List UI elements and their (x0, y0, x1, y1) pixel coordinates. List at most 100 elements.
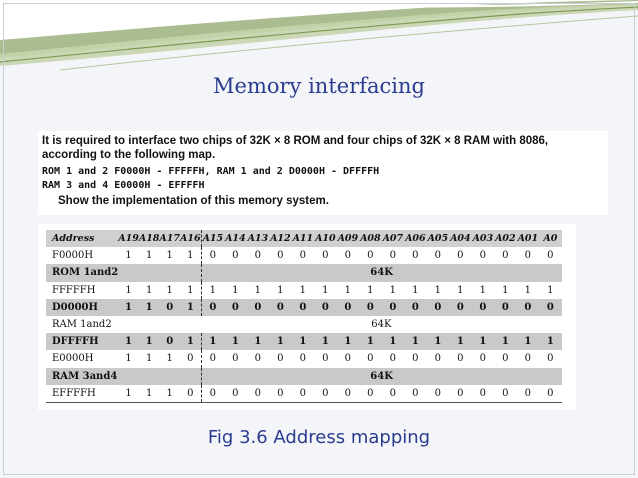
bit-cell: 1 (180, 333, 202, 351)
bit-cell: 1 (138, 298, 160, 316)
row-label: ROM 1and2 (46, 264, 119, 282)
bit-cell: 1 (118, 333, 139, 351)
figure-caption: Fig 3.6 Address mapping (207, 427, 431, 448)
row-label: RAM 3and4 (46, 367, 119, 385)
table-row-rom-1and2: ROM 1and2 64K (46, 264, 562, 282)
bit-cell: 0 (200, 384, 225, 403)
bit-cell: 1 (138, 384, 160, 403)
bit-cell: 0 (232, 250, 239, 262)
bit-cell: 0 (299, 250, 307, 262)
table-header-row: Address A19 A18 A17 A16 A15 A14 A13 A12 … (46, 230, 562, 248)
bit-cell: 0 (277, 250, 284, 262)
bit-cell: 1 (159, 384, 181, 403)
bit-cell: 0 (254, 250, 262, 262)
table-row-d0000h: D0000H 1 1 0 1 0 0 0 0 0 0 0 0 0 0 0 0 0… (46, 298, 562, 316)
bit-cell: 0 (381, 384, 405, 403)
header-a0: A0 (539, 230, 562, 248)
row-label: E0000H (52, 353, 94, 365)
bit-cell: 1 (138, 333, 160, 351)
problem-statement: It is required to interface two chips of… (38, 131, 608, 215)
bit-cell: 1 (359, 333, 382, 351)
bit-cell: 0 (159, 333, 181, 351)
bit-cell: 1 (404, 333, 427, 351)
bit-cell: 0 (434, 353, 442, 365)
bit-cell: 0 (180, 384, 202, 403)
slide-title: Memory interfacing (213, 74, 425, 98)
bit-cell: 0 (299, 353, 307, 365)
table-row-effffh: EFFFFH 1 1 1 0 0 0 0 0 0 0 0 0 0 0 0 0 0… (46, 384, 562, 403)
table-row-ram-1and2: RAM 1and2 64K (46, 316, 562, 333)
empty-cell (159, 316, 180, 333)
row-label: RAM 1and2 (52, 319, 112, 331)
header-a06: A06 (404, 230, 427, 248)
problem-line-3: ROM 1 and 2 F0000H - FFFFFH, RAM 1 and 2… (42, 166, 380, 177)
bit-cell: 1 (547, 284, 554, 296)
header-a11: A11 (291, 230, 315, 248)
header-a08: A08 (359, 230, 382, 248)
bit-cell: 1 (449, 333, 472, 351)
bit-cell: 1 (367, 284, 374, 296)
bit-cell: 0 (269, 384, 292, 403)
bit-cell: 1 (471, 333, 495, 351)
bit-cell: 0 (200, 350, 225, 368)
bit-cell: 0 (434, 250, 442, 262)
header-a07: A07 (381, 230, 405, 248)
problem-line-1: It is required to interface two chips of… (42, 135, 549, 147)
bit-cell: 1 (166, 250, 173, 262)
bit-cell: 0 (426, 384, 450, 403)
bit-cell: 0 (412, 250, 419, 262)
bit-cell: 0 (159, 298, 181, 316)
bit-cell: 0 (457, 250, 464, 262)
bit-cell: 0 (479, 353, 487, 365)
bit-cell: 1 (224, 333, 247, 351)
bit-cell: 0 (322, 353, 329, 365)
size-label: 64K (371, 319, 392, 331)
table-row-e0000h: E0000H 1 1 1 0 0 0 0 0 0 0 0 0 0 0 0 0 0… (46, 350, 562, 368)
bit-cell: 0 (224, 298, 247, 316)
bit-cell: 0 (426, 298, 450, 316)
bit-cell: 0 (502, 353, 509, 365)
bit-cell: 1 (291, 333, 315, 351)
row-label: F0000H (52, 250, 94, 262)
header-a15: A15 (200, 230, 225, 248)
bit-cell: 0 (449, 298, 472, 316)
bit-cell: 0 (367, 250, 374, 262)
row-label: FFFFFH (52, 284, 96, 296)
bit-cell: 1 (118, 384, 139, 403)
row-label: DFFFFH (46, 333, 119, 351)
bit-cell: 0 (246, 298, 270, 316)
empty-cell (139, 316, 160, 333)
table-row-ram-3and4: RAM 3and4 64K (46, 367, 562, 385)
bit-cell: 0 (322, 250, 329, 262)
bit-cell: 0 (404, 384, 427, 403)
bit-cell: 1 (299, 284, 307, 296)
bit-cell: 1 (254, 284, 262, 296)
bit-cell: 0 (277, 353, 284, 365)
bit-cell: 1 (539, 333, 562, 351)
empty-cell (138, 264, 160, 282)
header-a14: A14 (224, 230, 247, 248)
bit-cell: 1 (381, 333, 405, 351)
header-a09: A09 (336, 230, 360, 248)
bit-cell: 0 (359, 298, 382, 316)
bit-cell: 0 (494, 298, 517, 316)
bit-cell: 0 (344, 353, 352, 365)
header-a19: A19 (118, 230, 139, 248)
table-row-fffffh: FFFFFH 1 1 1 1 1 1 1 1 1 1 1 1 1 1 1 1 1… (46, 281, 562, 299)
bit-cell: 1 (412, 284, 419, 296)
bit-cell: 0 (524, 250, 532, 262)
bit-cell: 1 (145, 284, 153, 296)
bit-cell: 0 (246, 384, 270, 403)
bit-cell: 0 (336, 384, 360, 403)
bit-cell: 0 (412, 353, 419, 365)
bit-cell: 0 (516, 298, 540, 316)
header-a17: A17 (159, 230, 181, 248)
bit-cell: 0 (291, 298, 315, 316)
header-a18: A18 (138, 230, 160, 248)
bit-cell: 1 (344, 284, 352, 296)
bit-cell: 1 (502, 284, 509, 296)
table-row-dffffh: DFFFFH 1 1 0 1 1 1 1 1 1 1 1 1 1 1 1 1 1… (46, 333, 562, 351)
bit-cell: 1 (434, 284, 442, 296)
bit-cell: 0 (367, 353, 374, 365)
bit-cell: 0 (336, 298, 360, 316)
